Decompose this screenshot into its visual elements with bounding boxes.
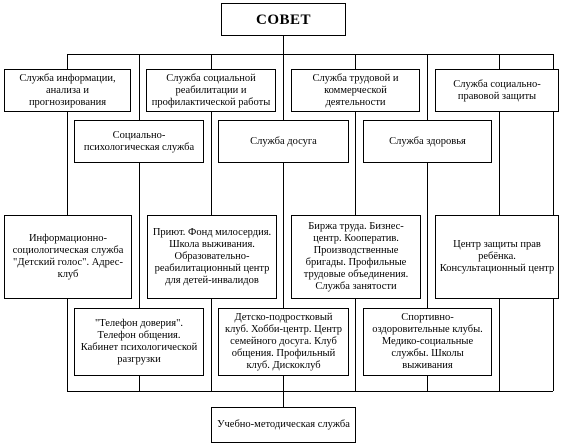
unit-labor-exchange-label: Биржа труда. Бизнес-центр. Кооператив. П… [303,221,409,292]
unit-trust-phone-label: "Телефон доверия". Телефон общения. Каби… [80,318,198,365]
service-social-legal-protection-label: Служба социально-правовой защиты [453,78,541,102]
service-social-psychological: Социально-психологическая служба [74,120,204,163]
unit-sports-health-clubs-label: Спортивно-оздоровительные клубы. Медико-… [372,312,483,371]
service-leisure-label: Служба досуга [250,135,317,147]
connector-top-bus [67,54,553,55]
unit-youth-club-label: Детско-подростковый клуб. Хобби-центр. Ц… [225,312,342,371]
unit-information-sociological: Информационно-социологическая служба "Де… [4,215,132,299]
unit-shelter-charity: Приют. Фонд милосердия. Школа выживания.… [147,215,277,299]
service-information-analysis-label: Служба информации, анализа и прогнозиров… [19,72,116,108]
unit-information-sociological-label: Информационно-социологическая служба "Де… [12,233,124,280]
connector-column-4 [283,54,284,391]
connector-bottom-bus [67,391,553,392]
service-social-psychological-label: Социально-психологическая служба [83,129,195,153]
connector-column-6 [427,54,428,391]
service-information-analysis: Служба информации, анализа и прогнозиров… [4,69,131,112]
connector-methodical-up [283,391,284,407]
service-social-rehabilitation-label: Служба социальной реабилитации и профила… [151,72,271,108]
service-social-legal-protection: Служба социально-правовой защиты [435,69,559,112]
unit-youth-club: Детско-подростковый клуб. Хобби-центр. Ц… [218,308,349,376]
unit-trust-phone: "Телефон доверия". Телефон общения. Каби… [74,308,204,376]
service-health-label: Служба здоровья [389,135,466,147]
unit-sports-health-clubs: Спортивно-оздоровительные клубы. Медико-… [363,308,492,376]
service-labor-commercial-label: Служба трудовой и коммерческой деятельно… [312,72,399,108]
unit-child-rights-center-label: Центр защиты прав ребёнка. Консультацион… [439,239,555,274]
service-social-rehabilitation: Служба социальной реабилитации и профила… [146,69,276,112]
service-leisure: Служба досуга [218,120,349,163]
council-title: СОВЕТ [255,11,311,28]
unit-labor-exchange: Биржа труда. Бизнес-центр. Кооператив. П… [291,215,421,299]
service-educational-methodical: Учебно-методическая служба [211,407,356,443]
council-box: СОВЕТ [221,3,346,36]
unit-child-rights-center: Центр защиты прав ребёнка. Консультацион… [435,215,559,299]
unit-shelter-charity-label: Приют. Фонд милосердия. Школа выживания.… [152,227,272,286]
connector-column-2 [139,54,140,391]
service-educational-methodical-label: Учебно-методическая служба [217,419,350,430]
connector-council-down [283,36,284,54]
service-labor-commercial: Служба трудовой и коммерческой деятельно… [291,69,420,112]
service-health: Служба здоровья [363,120,492,163]
